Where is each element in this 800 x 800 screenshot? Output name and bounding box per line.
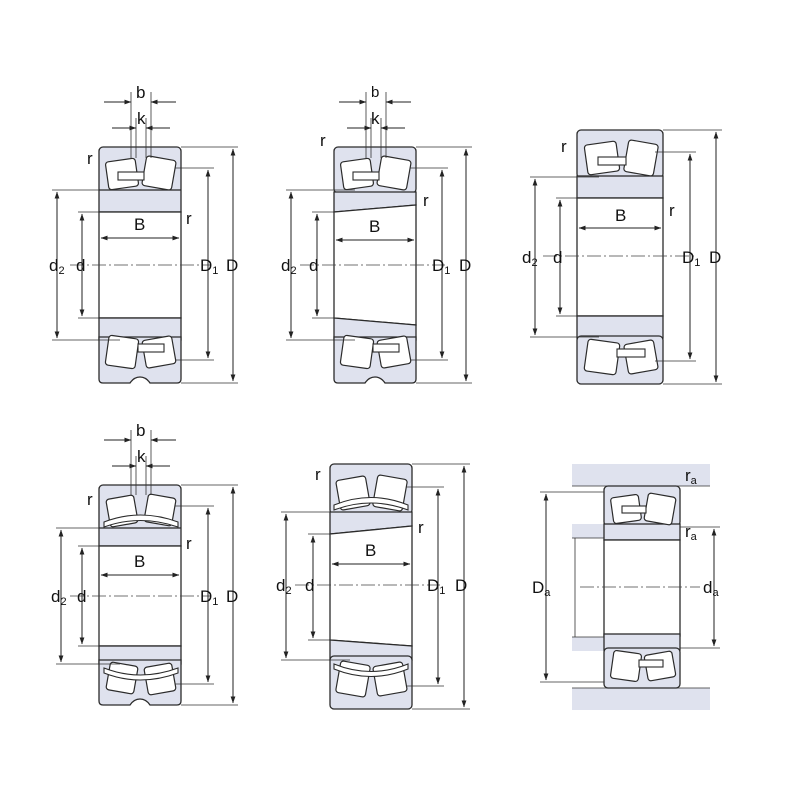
label-D: D [226,587,238,606]
roller-set-top [610,492,677,526]
label-da: da [703,578,719,599]
label-b: b [371,84,379,101]
label-Da: Da [532,578,551,599]
shaft-shoulder-bottom [572,637,604,651]
roller-set-bottom [339,334,412,370]
figure-3-bearing: r r B d2 d D1 D [522,129,722,385]
roller-set-bottom [104,334,177,370]
label-d2: d2 [522,248,538,269]
label-D: D [459,256,471,275]
label-r: r [669,201,675,220]
label-ra: ra [685,522,698,543]
inner-ring-bottom [576,315,664,339]
figure-2-bearing: b k r r B d2 d D1 D [281,84,472,384]
label-B: B [134,552,145,571]
label-D1: D1 [427,576,445,597]
roller-set-bottom [333,660,409,698]
housing-bottom [572,688,710,710]
bore-body [576,197,664,317]
label-D: D [709,248,721,267]
label-r: r [423,191,429,210]
label-D: D [455,576,467,595]
inner-ring-top [98,189,182,213]
label-B: B [615,206,626,225]
roller-set-bottom [609,649,677,683]
label-d2: d2 [49,256,65,277]
label-B: B [134,215,145,234]
label-b: b [136,421,145,440]
roller-set-top [333,474,409,512]
inner-ring-top [576,175,664,199]
figure-1-bearing: b k r r B d2 d D1 D [49,83,238,384]
label-k: k [371,109,380,128]
label-k: k [137,447,146,466]
shaft-shoulder-top [572,524,604,538]
label-r: r [418,518,424,537]
roller-set-top [104,155,177,191]
label-r: r [186,534,192,553]
label-d: d [553,248,562,267]
label-D1: D1 [200,587,218,608]
housing-top [572,464,710,486]
label-ra: ra [685,466,698,487]
label-b: b [136,83,145,102]
label-r: r [315,465,321,484]
label-B: B [369,217,380,236]
label-d: d [77,587,86,606]
roller-set-bottom [583,338,659,376]
roller-set-bottom [103,661,179,696]
figure-5-bearing: r r B d2 d D1 D [276,463,470,710]
label-d: d [76,256,85,275]
figure-4-bearing: b k r r B d2 d D1 D [51,421,238,706]
label-r: r [320,131,326,150]
label-k: k [137,109,146,128]
label-d2: d2 [281,256,297,277]
label-D1: D1 [432,256,450,277]
label-D: D [226,256,238,275]
inner-ring-top [98,527,182,547]
label-B: B [365,541,376,560]
label-d2: d2 [276,576,292,597]
label-r: r [561,137,567,156]
roller-set-top [103,493,179,528]
label-r: r [87,149,93,168]
figure-6-mounting: ra ra Da da [532,464,720,710]
label-d: d [309,256,318,275]
roller-set-top [339,155,412,191]
label-r: r [186,209,192,228]
label-r: r [87,490,93,509]
roller-set-top [583,139,659,177]
label-d2: d2 [51,587,67,608]
label-d: d [305,576,314,595]
label-D1: D1 [682,248,700,269]
label-D1: D1 [200,256,218,277]
bore-body [603,539,681,637]
inner-ring-top [603,523,681,541]
